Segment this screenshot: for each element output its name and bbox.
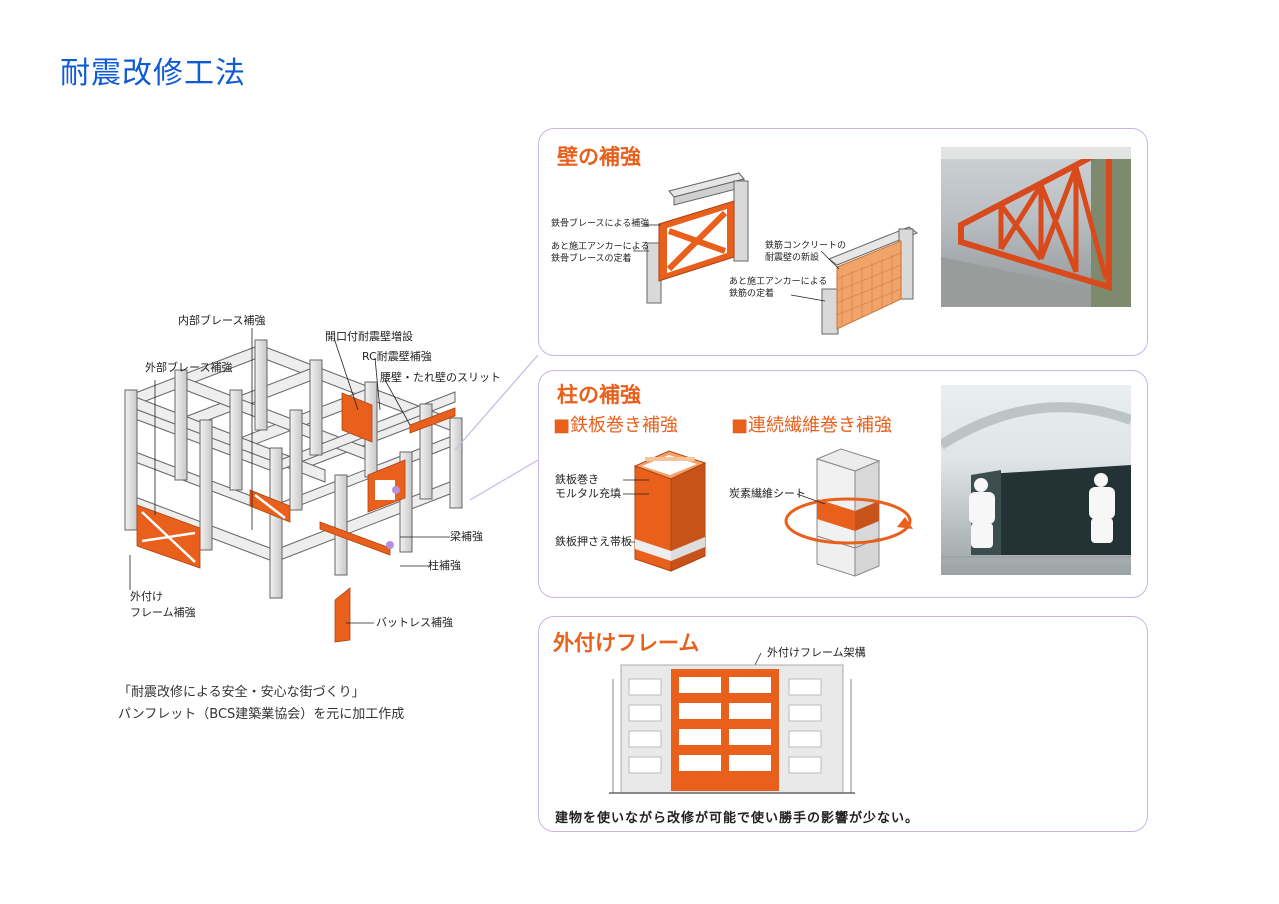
column-panel-title: 柱の補強 <box>557 383 641 407</box>
frame-footer-text: 建物を使いながら改修が可能で使い勝手の影響が少ない。 <box>555 811 920 826</box>
source-line-1: 「耐震改修による安全・安心な街づくり」 <box>118 685 365 700</box>
page-title: 耐震改修工法 <box>60 56 246 91</box>
source-line-2: パンフレット（BCS建築業協会）を元に加工作成 <box>118 707 405 722</box>
label-outer-frame-1: 外付け <box>130 590 163 603</box>
label-column: 柱補強 <box>428 559 461 572</box>
label-beam: 梁補強 <box>450 530 483 543</box>
label-rc-wall-2: 耐震壁の新設 <box>765 253 820 263</box>
wall-reinforcement-photo <box>941 147 1131 307</box>
label-band: 鉄板押さえ帯板 <box>555 535 632 548</box>
label-steel-wrap-1: 鉄板巻き <box>555 473 599 486</box>
label-inner-brace: 内部ブレース補強 <box>178 314 266 327</box>
frame-panel-title: 外付けフレーム <box>553 631 700 655</box>
label-steel-wrap-2: モルタル充填 <box>555 487 621 500</box>
label-anchor-brace-1: あと施工アンカーによる <box>551 242 650 252</box>
label-rc-wall: RC耐震壁補強 <box>362 350 432 363</box>
column-reinforcement-panel: 柱の補強 ■鉄板巻き補強 ■連続繊維巻き補強 鉄板巻き モルタル充填 鉄板押さえ… <box>538 370 1148 598</box>
label-carbon-sheet: 炭素繊維シート <box>729 487 806 500</box>
label-buttress: バットレス補強 <box>376 616 453 629</box>
external-frame-drawing <box>609 652 855 794</box>
wall-drawings <box>633 172 919 335</box>
label-slit: 腰壁・たれ壁のスリット <box>380 371 501 384</box>
label-steel-brace: 鉄骨ブレースによる補強 <box>551 219 650 229</box>
label-anchor-rebar-1: あと施工アンカーによる <box>729 277 828 287</box>
label-rc-wall-1: 鉄筋コンクリートの <box>765 241 847 251</box>
steel-wrap-subtitle: ■鉄板巻き補強 <box>553 415 679 436</box>
fiber-wrap-subtitle: ■連続繊維巻き補強 <box>731 415 893 436</box>
label-opening-wall: 開口付耐震壁増設 <box>325 330 413 343</box>
label-anchor-brace-2: 鉄骨ブレースの定着 <box>551 254 632 264</box>
external-frame-panel: 外付けフレーム 外付けフレーム架構 建物を使いながら改修が可能で使い勝手の影響が… <box>538 616 1148 832</box>
building-diagram: 内部ブレース補強 開口付耐震壁増設 RC耐震壁補強 腰壁・たれ壁のスリット 外部… <box>110 300 530 660</box>
column-drawings <box>623 448 913 577</box>
label-outer-frame-2: フレーム補強 <box>130 606 196 619</box>
column-reinforcement-photo <box>941 385 1131 575</box>
label-anchor-rebar-2: 鉄筋の定着 <box>729 289 775 299</box>
wall-reinforcement-panel: 壁の補強 <box>538 128 1148 356</box>
label-outer-brace: 外部ブレース補強 <box>145 361 233 374</box>
label-external-frame: 外付けフレーム架構 <box>767 646 866 659</box>
wall-panel-title: 壁の補強 <box>557 145 641 169</box>
